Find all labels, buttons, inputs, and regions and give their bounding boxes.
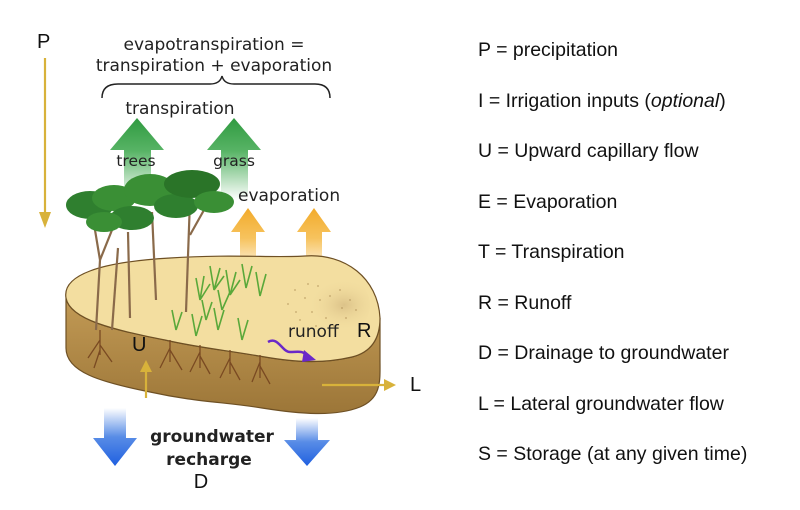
evaporation-label: evaporation [238,186,340,206]
label-r: R [357,320,371,342]
runoff-arrow [267,339,309,357]
runoff-arrowhead [302,350,316,362]
upward-flow-arrow [140,360,152,398]
legend-item-u: U = Upward capillary flow [478,140,699,162]
runoff-label: runoff [288,322,340,342]
label-u: U [132,334,146,356]
roots [87,330,271,385]
transpiration-label: transpiration [125,99,234,119]
sandy-patch [266,267,370,343]
recharge-label: recharge [166,450,252,470]
legend-item-l: L = Lateral groundwater flow [478,392,724,415]
label-p: P [37,31,50,53]
label-l: L [410,374,421,396]
label-d: D [194,471,208,493]
evaporation-arrow-left [231,208,265,275]
legend-item-d: D = Drainage to groundwater [478,342,729,364]
groundwater-label: groundwater [150,427,274,447]
brace [101,75,331,99]
legend-item-r: R = Runoff [478,291,572,314]
sand-speckles [287,283,357,327]
recharge-arrow-right [284,418,330,466]
legend-item-i-suffix: ) [719,89,726,112]
evaporation-arrow-right [297,208,331,275]
lateral-flow-arrow [322,379,396,391]
grass-group [171,263,267,341]
trees-group [66,170,234,331]
evapotranspiration-line1: evapotranspiration = [124,35,305,55]
legend-item-e: E = Evaporation [478,190,618,213]
legend-item-i-prefix: I = Irrigation inputs ( [478,89,651,112]
legend-item-i: I = Irrigation inputs (optional) [478,89,788,140]
precipitation-arrow [39,58,51,228]
legend-item-p: P = precipitation [478,39,619,61]
legend-item-t: T = Transpiration [478,241,625,263]
evapotranspiration-line2: transpiration + evaporation [96,56,332,76]
legend: P = precipitation I = Irrigation inputs … [478,38,788,493]
trees-label: trees [116,152,155,170]
legend-item-i-italic: optional [650,89,720,112]
transpiration-arrow-grass [207,118,261,200]
grass-label: grass [213,152,255,170]
recharge-arrow-left [93,408,137,466]
legend-item-s: S = Storage (at any given time) [478,443,748,465]
